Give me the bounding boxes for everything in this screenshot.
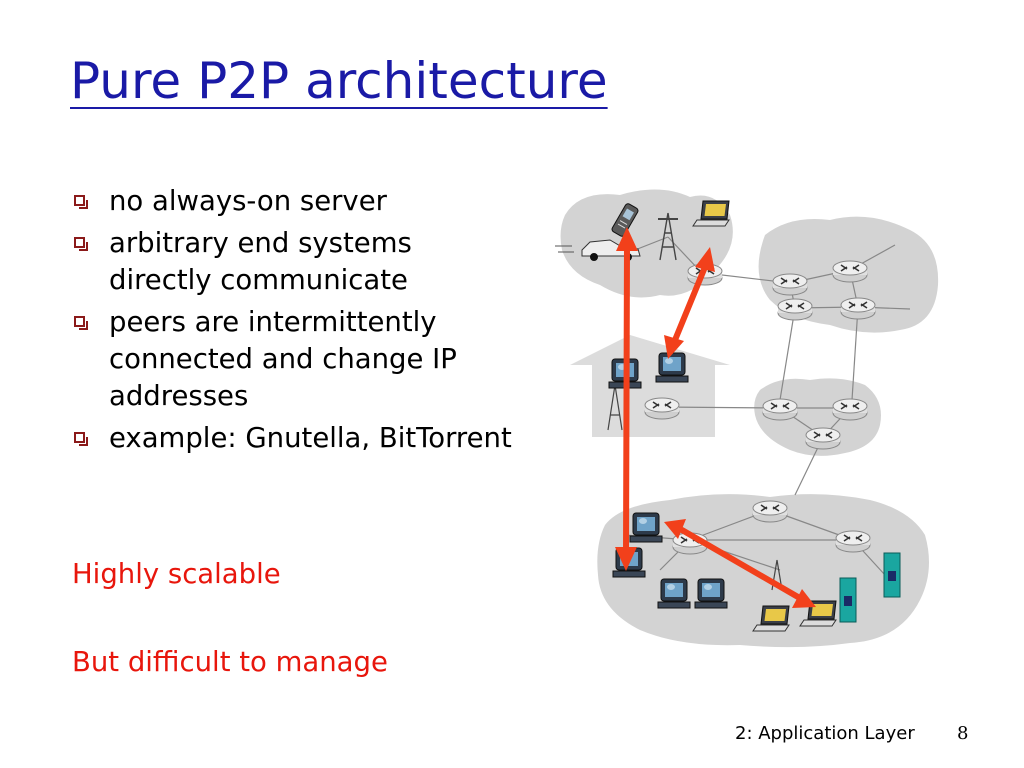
router-icon <box>752 500 788 523</box>
bullet-item: example: Gnutella, BitTorrent <box>72 420 522 457</box>
router-icon <box>832 260 868 283</box>
router-icon <box>762 398 798 421</box>
peer-arrow-icon <box>615 227 816 608</box>
bullet-item: peers are intermittently connected and c… <box>72 304 522 415</box>
desktop-computer-icon <box>629 512 663 543</box>
router-icon <box>835 530 871 553</box>
bullet-box-icon <box>74 432 88 446</box>
bullet-item: arbitrary end systems directly communica… <box>72 225 522 299</box>
slide-title: Pure P2P architecture <box>70 52 608 110</box>
footer-page-number: 8 <box>957 723 969 744</box>
desktop-computer-icon <box>694 578 728 609</box>
home-network <box>570 335 730 437</box>
difficult-to-manage-text: But difficult to manage <box>72 646 388 678</box>
bullet-box-icon <box>74 316 88 330</box>
router-icon <box>832 398 868 421</box>
server-icon <box>839 577 857 623</box>
router-icon <box>777 298 813 321</box>
footer-chapter: 2: Application Layer <box>735 723 915 744</box>
router-icon <box>805 427 841 450</box>
router-icon <box>840 297 876 320</box>
desktop-computer-icon <box>657 578 691 609</box>
cloud-isp-3 <box>754 378 881 456</box>
bullet-list: no always-on server arbitrary end system… <box>72 183 522 462</box>
server-icon <box>883 552 901 598</box>
cellphone-icon <box>611 203 639 237</box>
bullet-item: no always-on server <box>72 183 522 220</box>
bullet-box-icon <box>74 237 88 251</box>
p2p-network-diagram <box>555 189 939 648</box>
router-icon <box>772 273 808 296</box>
highly-scalable-text: Highly scalable <box>72 558 281 590</box>
desktop-computer-icon <box>655 352 689 383</box>
bullet-box-icon <box>74 195 88 209</box>
cell-tower-icon <box>658 212 678 261</box>
router-icon <box>644 397 680 420</box>
